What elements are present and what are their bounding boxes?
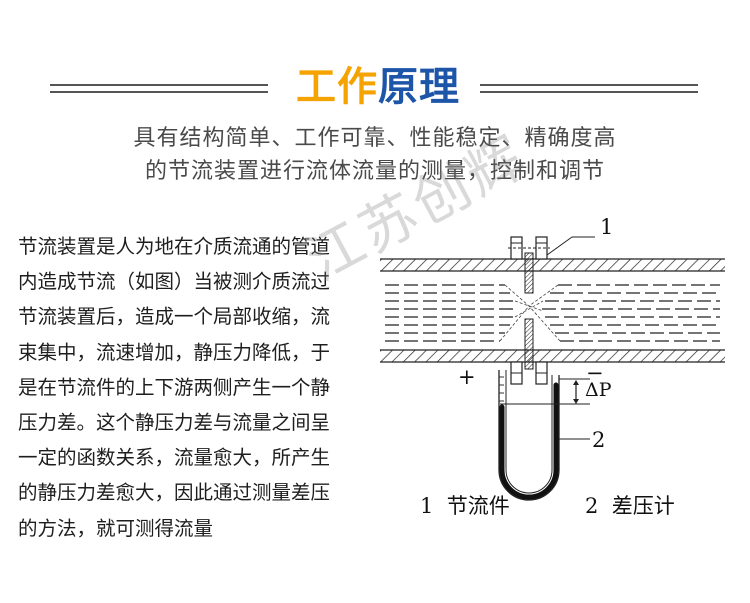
- delta-p-label: ΔP: [585, 379, 612, 401]
- description-line: 内造成节流（如图）当被测介质流过: [18, 270, 331, 294]
- orifice-flow-diagram: 1 2 + − ΔP 1 节流件 2 差压计: [380, 215, 730, 525]
- description-line: 一定的函数关系，流量愈大，所产生: [18, 446, 331, 470]
- header-divider-left: [50, 84, 268, 93]
- subtitle-line-1: 具有结构简单、工作可靠、性能稳定、精确度高: [133, 126, 617, 151]
- subtitle-line-2: 的节流装置进行流体流量的测量，控制和调节: [144, 159, 605, 184]
- header-divider-right: [480, 84, 698, 93]
- description-line: 是在节流件的上下游两侧产生一个静: [18, 375, 331, 399]
- description-paragraph: 节流装置是人为地在介质流通的管道 内造成节流（如图）当被测介质流过 节流装置后，…: [18, 229, 368, 546]
- title-part-2: 原理: [378, 64, 460, 110]
- legend-item-manometer: 2 差压计: [585, 494, 675, 518]
- plus-sign: +: [458, 365, 476, 389]
- callout-1-label: 1: [600, 215, 614, 239]
- description-line: 的静压力差愈大，因此通过测量差压: [18, 481, 331, 505]
- legend-item-orifice: 1 节流件: [420, 494, 510, 518]
- page-title: 工作原理: [278, 62, 478, 112]
- pipe-diagram-icon: [380, 236, 725, 501]
- description-line: 节流装置后，造成一个局部收缩，流: [18, 305, 331, 329]
- description-line: 的方法，就可测得流量: [18, 516, 214, 540]
- description-line: 节流装置是人为地在介质流通的管道: [18, 235, 331, 258]
- minus-sign: −: [586, 361, 604, 385]
- callout-2-label: 2: [592, 428, 606, 452]
- subtitle: 具有结构简单、工作可靠、性能稳定、精确度高 的节流装置进行流体流量的测量，控制和…: [0, 122, 750, 188]
- section-header: 工作原理: [0, 62, 750, 112]
- description-line: 束集中，流速增加，静压力降低，于: [18, 340, 331, 364]
- title-part-1: 工作: [296, 64, 378, 110]
- description-line: 压力差。这个静压力差与流量之间呈: [18, 411, 331, 435]
